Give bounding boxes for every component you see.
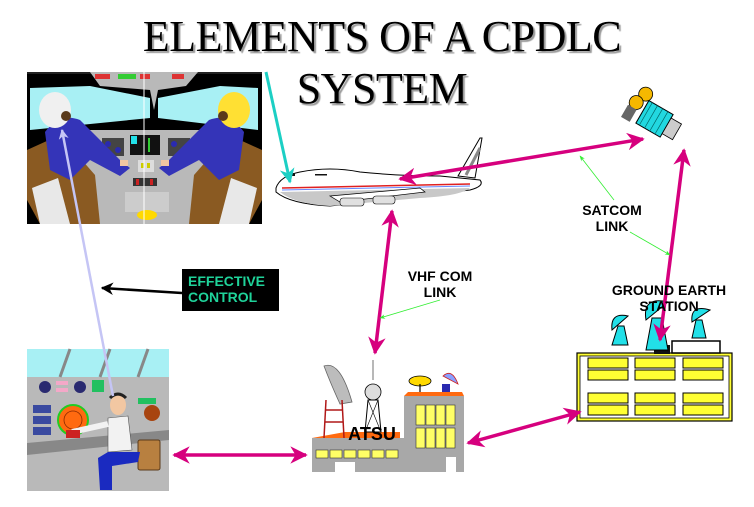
effective-control-label: EFFECTIVE CONTROL (182, 269, 279, 311)
link-satellite-ground-station (653, 148, 691, 342)
title-line-2: SYSTEM (296, 64, 468, 113)
link-aircraft-satellite (398, 132, 645, 186)
pointer-controller-cockpit (58, 129, 115, 397)
vhf-label-line-2: LINK (423, 284, 457, 300)
pointer-effective-control (100, 282, 183, 295)
ground-label-line-1: GROUND EARTH (611, 282, 727, 298)
effective-label-line-1: EFFECTIVE (188, 273, 266, 289)
satcom-label-line-2: LINK (595, 218, 629, 234)
title-line-1: ELEMENTS OF A CPDLC (142, 12, 622, 61)
leader-satcom-upper (579, 155, 615, 201)
satellite-illustration (621, 86, 683, 141)
atsu-illustration (312, 360, 464, 472)
vhf-label-line-1: VHF COM (407, 268, 473, 284)
link-lines (58, 71, 691, 464)
cockpit-illustration (27, 72, 262, 224)
vhf-com-link-label: VHF COM LINK (400, 268, 480, 300)
link-ground-station-atsu (466, 407, 582, 448)
satcom-label-line-1: SATCOM (582, 202, 642, 218)
ground-label-line-2: STATION (639, 298, 699, 314)
link-aircraft-atsu (368, 209, 399, 355)
effective-label-line-2: CONTROL (188, 289, 258, 305)
controller-illustration (27, 348, 169, 491)
leader-vhf (379, 299, 441, 319)
ground-earth-station-label: GROUND EARTH STATION (596, 282, 742, 314)
satcom-link-label: SATCOM LINK (572, 202, 652, 234)
atsu-label: ATSU (348, 424, 396, 444)
leader-satcom-lower (629, 231, 671, 256)
pointer-cockpit-aircraft (264, 71, 295, 184)
ground-earth-station-illustration (576, 300, 733, 422)
